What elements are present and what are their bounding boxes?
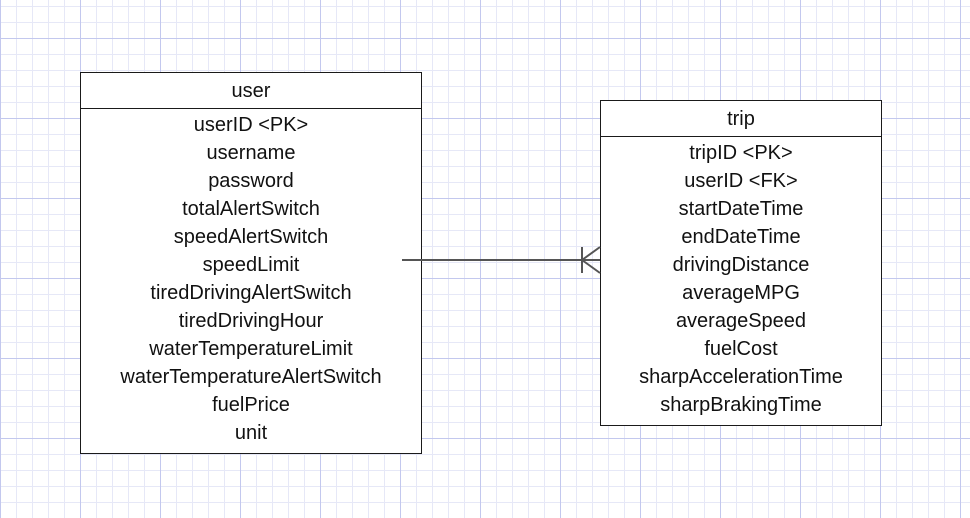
- attribute-start-date-time: startDateTime: [678, 198, 804, 220]
- entity-trip-attributes: tripID <PK> userID <FK> startDateTime en…: [601, 137, 881, 419]
- attribute-tired-driving-alert-switch: tiredDrivingAlertSwitch: [150, 282, 352, 304]
- attribute-userid-pk: userID <PK>: [193, 114, 309, 136]
- entity-trip[interactable]: trip tripID <PK> userID <FK> startDateTi…: [600, 100, 882, 426]
- entity-user-attributes: userID <PK> username password totalAlert…: [81, 109, 421, 447]
- attribute-end-date-time: endDateTime: [681, 226, 801, 248]
- attribute-tired-driving-hour: tiredDrivingHour: [178, 310, 324, 332]
- attribute-average-speed: averageSpeed: [675, 310, 807, 332]
- attribute-tripid-pk: tripID <PK>: [689, 142, 793, 164]
- entity-user-title: user: [81, 73, 421, 109]
- attribute-total-alert-switch: totalAlertSwitch: [182, 198, 320, 220]
- attribute-userid-fk: userID <FK>: [684, 170, 798, 192]
- attribute-water-temperature-limit: waterTemperatureLimit: [149, 338, 353, 360]
- attribute-fuel-cost: fuelCost: [704, 338, 778, 360]
- attribute-speed-alert-switch: speedAlertSwitch: [173, 226, 329, 248]
- attribute-sharp-acceleration-time: sharpAccelerationTime: [639, 366, 843, 388]
- attribute-driving-distance: drivingDistance: [672, 254, 810, 276]
- entity-user[interactable]: user userID <PK> username password total…: [80, 72, 422, 454]
- crow-foot-lower-prong: [581, 259, 601, 274]
- entity-trip-title: trip: [601, 101, 881, 137]
- attribute-username: username: [206, 142, 296, 164]
- attribute-water-temperature-alert-switch: waterTemperatureAlertSwitch: [120, 366, 382, 388]
- attribute-sharp-braking-time: sharpBrakingTime: [660, 394, 822, 416]
- attribute-fuel-price: fuelPrice: [212, 394, 290, 416]
- attribute-unit: unit: [234, 422, 268, 444]
- attribute-password: password: [208, 170, 294, 192]
- attribute-average-mpg: averageMPG: [682, 282, 800, 304]
- attribute-speed-limit: speedLimit: [202, 254, 300, 276]
- crow-foot-upper-prong: [581, 246, 601, 261]
